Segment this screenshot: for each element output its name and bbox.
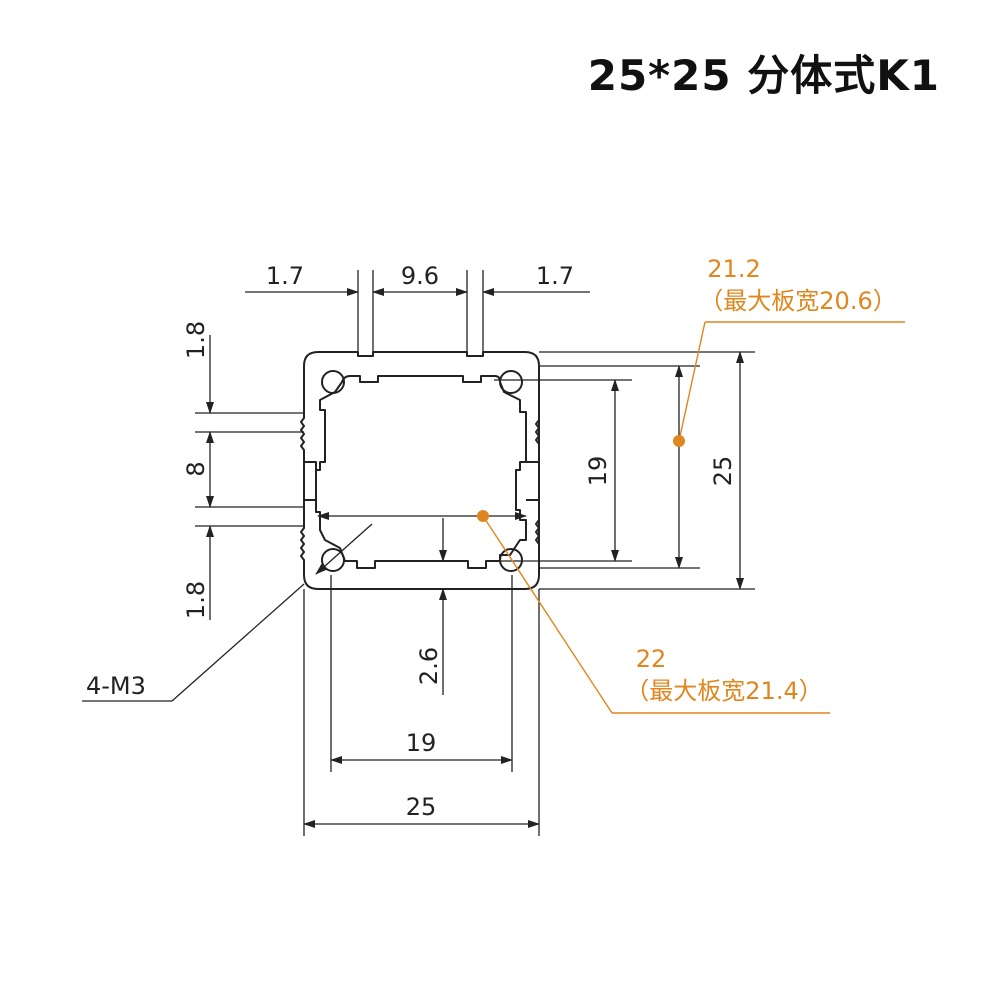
dim-depth: 2.6 [415,647,443,685]
dim-outer-width: 25 [406,793,437,821]
dim-top-right-wall: 1.7 [536,262,574,290]
drawing-title: 25*25 分体式K1 [587,51,940,100]
thread-leader [82,523,373,702]
thread-label: 4-M3 [86,672,146,700]
dim-left-top: 1.8 [182,321,210,359]
horizontal-board-detail: （最大板宽21.4） [625,677,822,705]
dim-inner-width: 19 [406,729,437,757]
dim-left-mid: 8 [182,461,210,476]
dim-left-bottom: 1.8 [182,581,210,619]
top-dimension-lines [245,270,590,352]
horizontal-board-value: 22 [636,645,667,673]
profile-outline [300,351,540,590]
vertical-board-value: 21.2 [707,255,760,283]
vertical-board-annotation [673,321,905,447]
left-dimension-lines [195,335,304,620]
dim-top-left-wall: 1.7 [266,262,304,290]
right-dimension-lines [494,351,755,590]
horizontal-board-annotation [477,510,830,714]
vertical-board-detail: （最大板宽20.6） [699,287,896,315]
bottom-dimension-lines [303,575,540,836]
inner-dimension-lines [317,512,527,695]
dim-inner-height: 19 [584,456,612,487]
dim-outer-height: 25 [709,456,737,487]
dim-top-slot: 9.6 [401,262,439,290]
